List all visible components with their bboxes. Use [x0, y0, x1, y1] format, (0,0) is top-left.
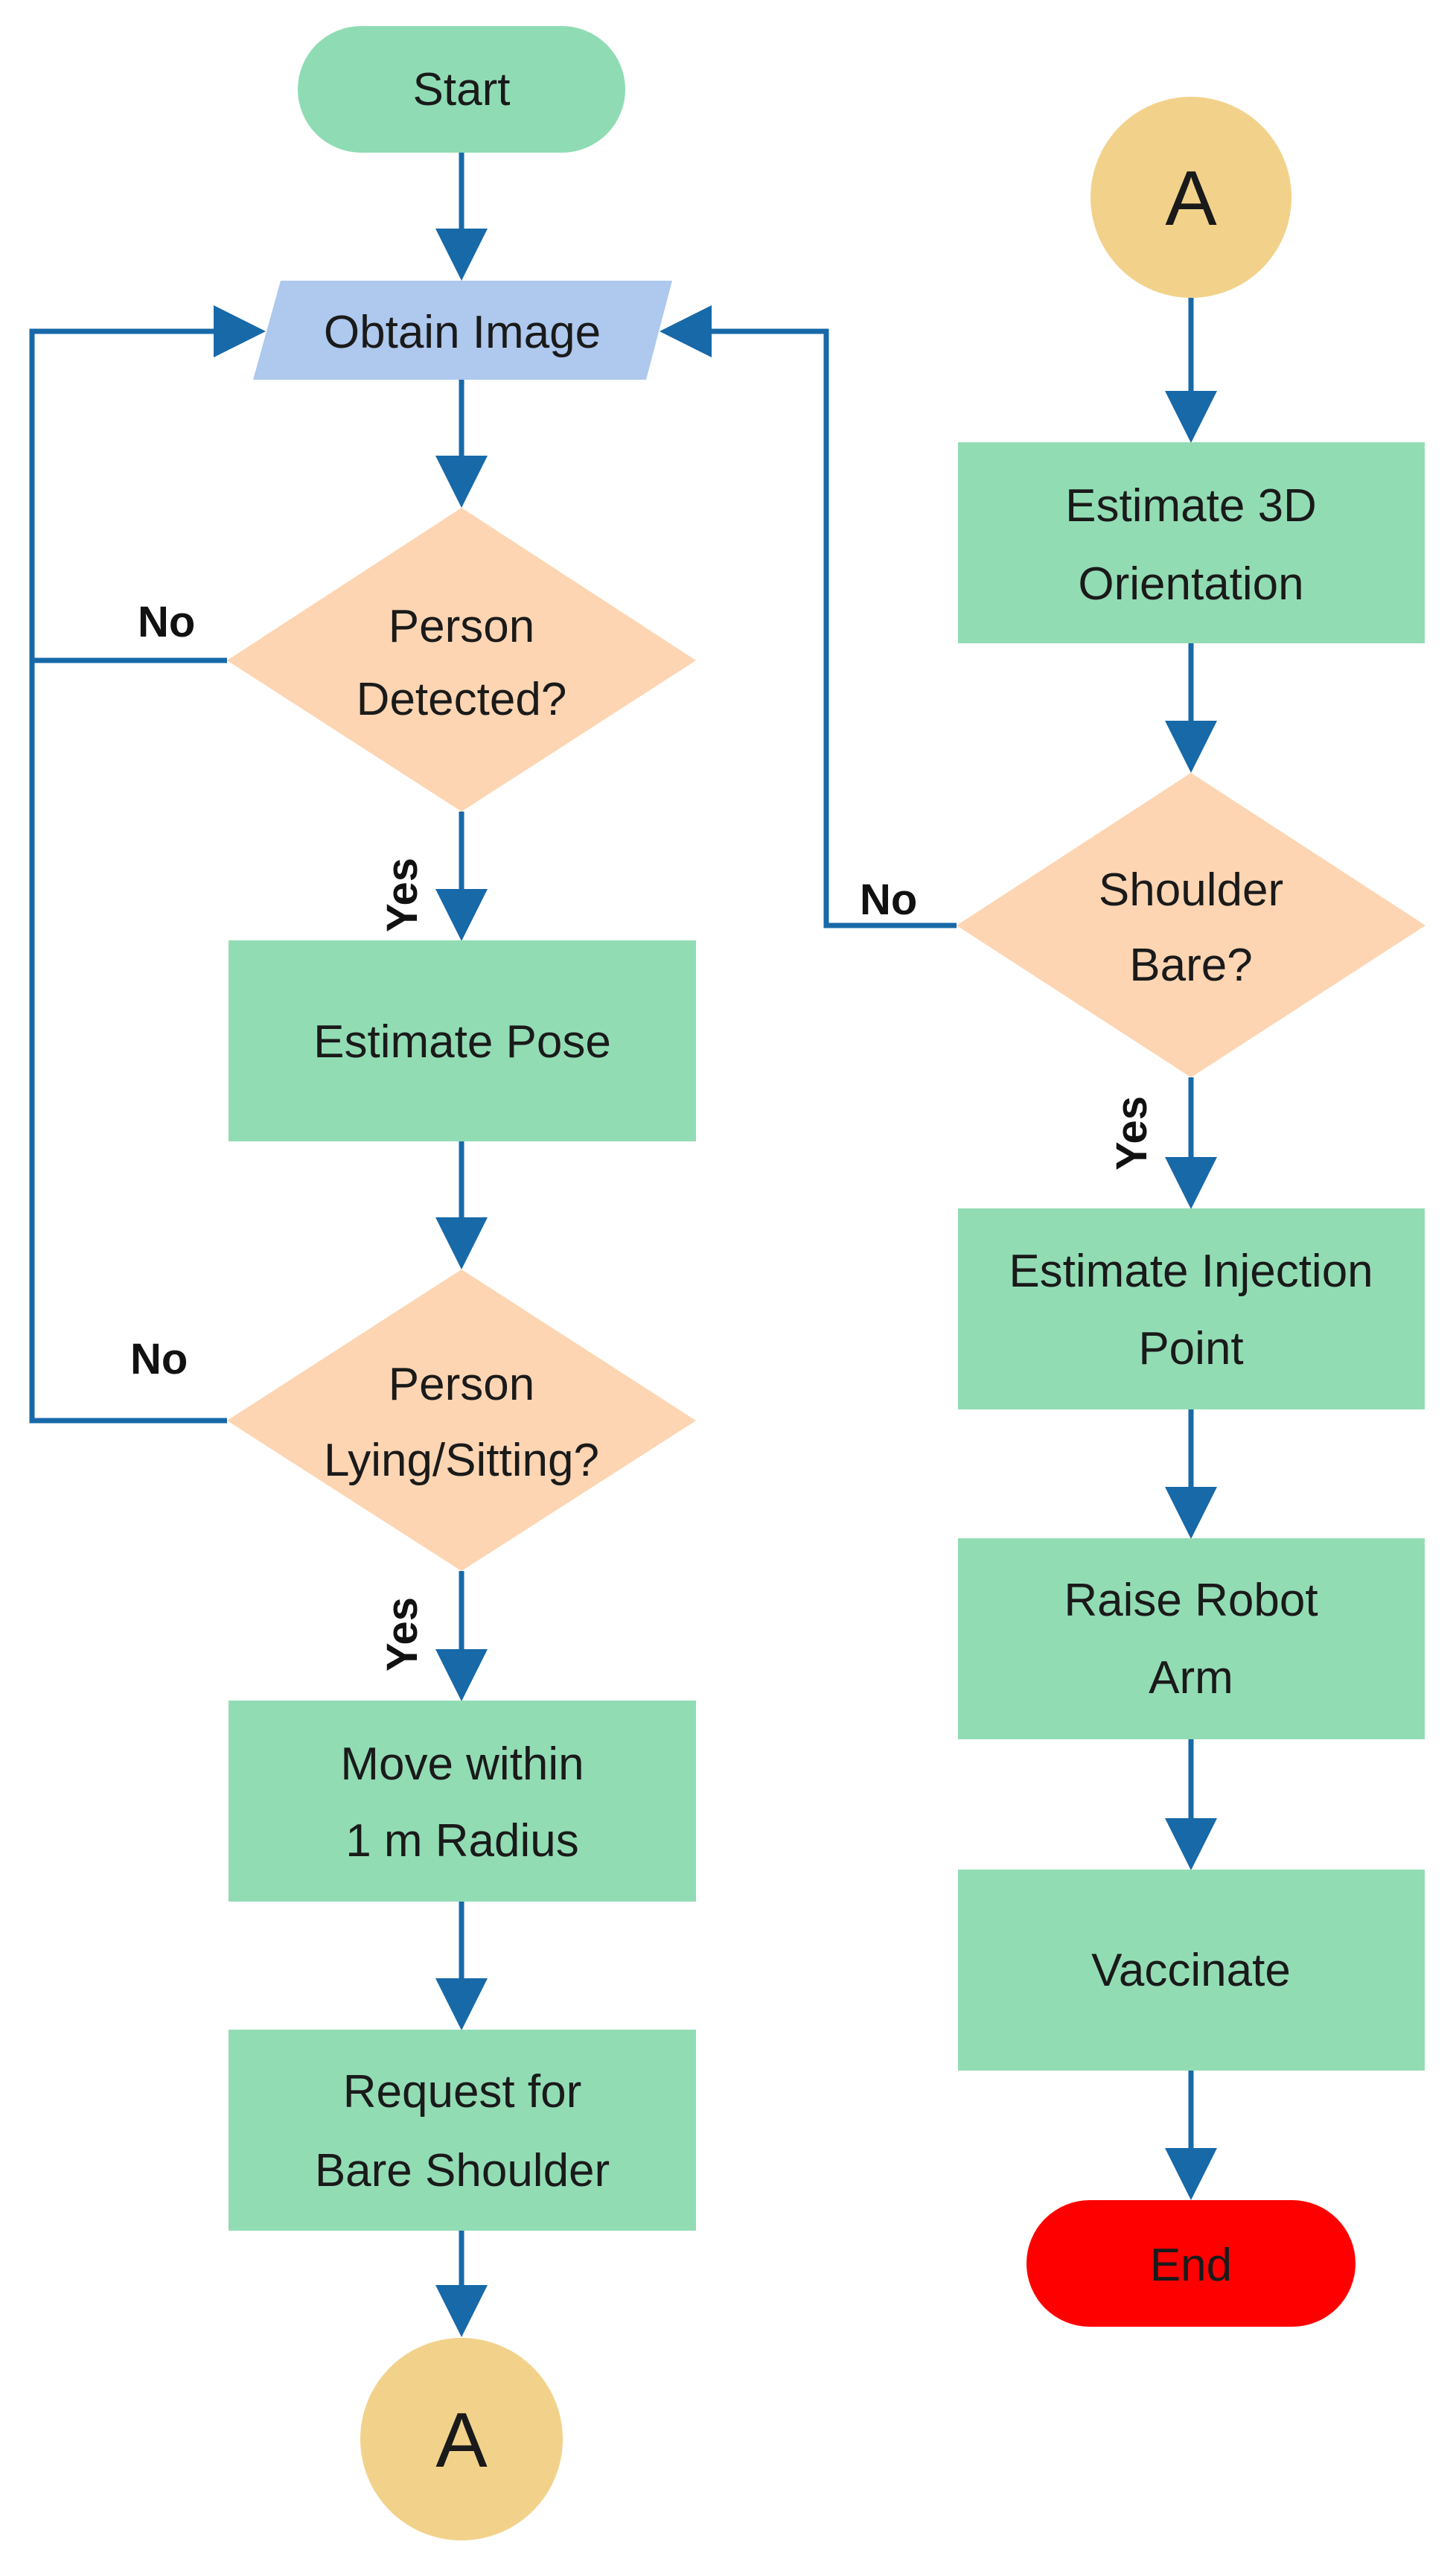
estimate-injection-point-process	[958, 1208, 1425, 1409]
shoulder-bare-decision	[957, 773, 1425, 1077]
person-lying-sitting-label: Person	[389, 1359, 534, 1410]
edge-person-detected-no	[29, 305, 266, 663]
person-detected-label: Person	[389, 601, 534, 652]
obtain-image-io	[253, 281, 672, 380]
shoulder-bare-label-line2: Bare?	[1129, 940, 1252, 991]
yes-label-lying-sitting: Yes	[378, 1597, 427, 1672]
estimate-3d-orientation-label: Estimate 3D	[1065, 480, 1317, 532]
estimate-3d-orientation-label-line2: Orientation	[1078, 558, 1303, 610]
request-bare-shoulder-label: Request for	[343, 2066, 582, 2118]
estimate-3d-orientation-process	[958, 442, 1425, 643]
start-label: Start	[413, 64, 511, 115]
move-within-label: Move within	[340, 1739, 584, 1790]
obtain-image-label: Obtain Image	[324, 307, 601, 358]
raise-robot-arm-label-line2: Arm	[1149, 1652, 1233, 1704]
move-within-process	[229, 1701, 696, 1902]
move-within-label-line2: 1 m Radius	[345, 1815, 579, 1867]
yes-label-shoulder-bare: Yes	[1108, 1096, 1156, 1170]
person-detected-label-line2: Detected?	[357, 674, 567, 725]
estimate-pose-process	[229, 940, 696, 1141]
person-lying-sitting-decision	[227, 1269, 696, 1571]
end-label: End	[1150, 2240, 1232, 2291]
end-terminal	[1026, 2200, 1356, 2327]
person-lying-sitting-label-line2: Lying/Sitting?	[324, 1435, 599, 1486]
no-label-lying-sitting: No	[130, 1335, 188, 1383]
edge-lying-sitting-no	[29, 660, 227, 1424]
raise-robot-arm-process	[958, 1538, 1425, 1739]
connector-a-bottom	[360, 2338, 563, 2540]
vaccinate-process	[958, 1870, 1425, 2071]
request-bare-shoulder-label-line2: Bare Shoulder	[315, 2145, 610, 2196]
connector-a-top	[1091, 97, 1291, 298]
edge-shoulder-bare-no	[660, 305, 957, 928]
connector-a-top-label: A	[1165, 156, 1217, 242]
connector-a-bottom-label: A	[435, 2397, 488, 2484]
shoulder-bare-label: Shoulder	[1099, 864, 1283, 916]
estimate-injection-point-label: Estimate Injection	[1009, 1246, 1373, 1297]
start-terminal	[298, 26, 625, 153]
person-detected-decision	[227, 508, 696, 812]
estimate-injection-point-label-line2: Point	[1138, 1323, 1243, 1374]
no-label-shoulder-bare: No	[860, 876, 917, 924]
estimate-pose-label: Estimate Pose	[313, 1016, 611, 1068]
no-label-person-detected: No	[138, 598, 195, 646]
yes-label-person-detected: Yes	[378, 858, 427, 932]
request-bare-shoulder-process	[229, 2030, 696, 2231]
vaccinate-label: Vaccinate	[1091, 1945, 1291, 1996]
raise-robot-arm-label: Raise Robot	[1064, 1575, 1318, 1626]
